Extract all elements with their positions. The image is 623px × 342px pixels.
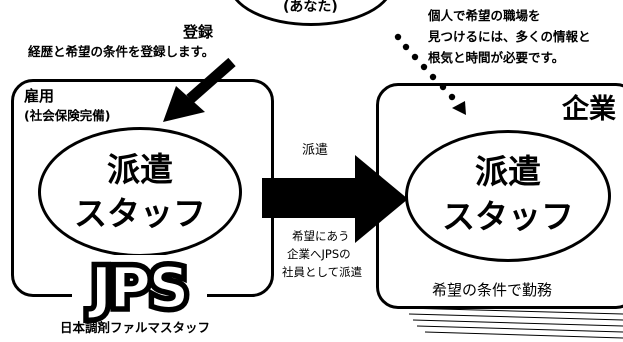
company-staff-ellipse: [405, 130, 611, 262]
jps-logo-text: JPS: [87, 256, 187, 321]
registration-title: 登録: [183, 23, 214, 41]
dotted-line: [394, 33, 466, 115]
individual-note-line-1: 個人で希望の職場を: [428, 8, 541, 23]
dispatch-arrow: [262, 155, 408, 243]
employment-label: 雇用: [24, 87, 55, 105]
jps-staff-line-1: 派遣: [107, 150, 173, 189]
dispatch-note-line-2: 企業へJPSの: [287, 247, 351, 261]
company-title: 企業: [562, 94, 616, 125]
dispatch-label: 派遣: [302, 143, 329, 158]
company-stack-lines: [395, 300, 623, 342]
company-name: 日本調剤ファルマスタッフ: [60, 320, 211, 335]
company-staff-line-1: 派遣: [475, 152, 541, 191]
individual-note-line-3: 根気と時間が必要です。: [428, 50, 565, 65]
insurance-label: (社会保険完備): [24, 108, 111, 123]
dispatch-note-line-1: 希望にあう: [292, 229, 350, 243]
individual-note-line-2: 見つけるには、多くの情報と: [428, 29, 591, 44]
jps-logo: JPS JPS: [72, 252, 207, 326]
jps-staff-line-2: スタッフ: [74, 194, 206, 233]
registration-description: 経歴と希望の条件を登録します。: [28, 44, 215, 59]
dispatch-note-line-3: 社員として派遣: [282, 265, 363, 279]
company-staff-line-2: スタッフ: [442, 197, 574, 236]
you-label: (あなた): [283, 0, 338, 15]
registration-arrow: [163, 57, 236, 122]
jps-staff-ellipse: [38, 127, 242, 257]
work-label: 希望の条件で勤務: [432, 281, 553, 299]
jps-logo-inner: JPS: [87, 256, 187, 321]
